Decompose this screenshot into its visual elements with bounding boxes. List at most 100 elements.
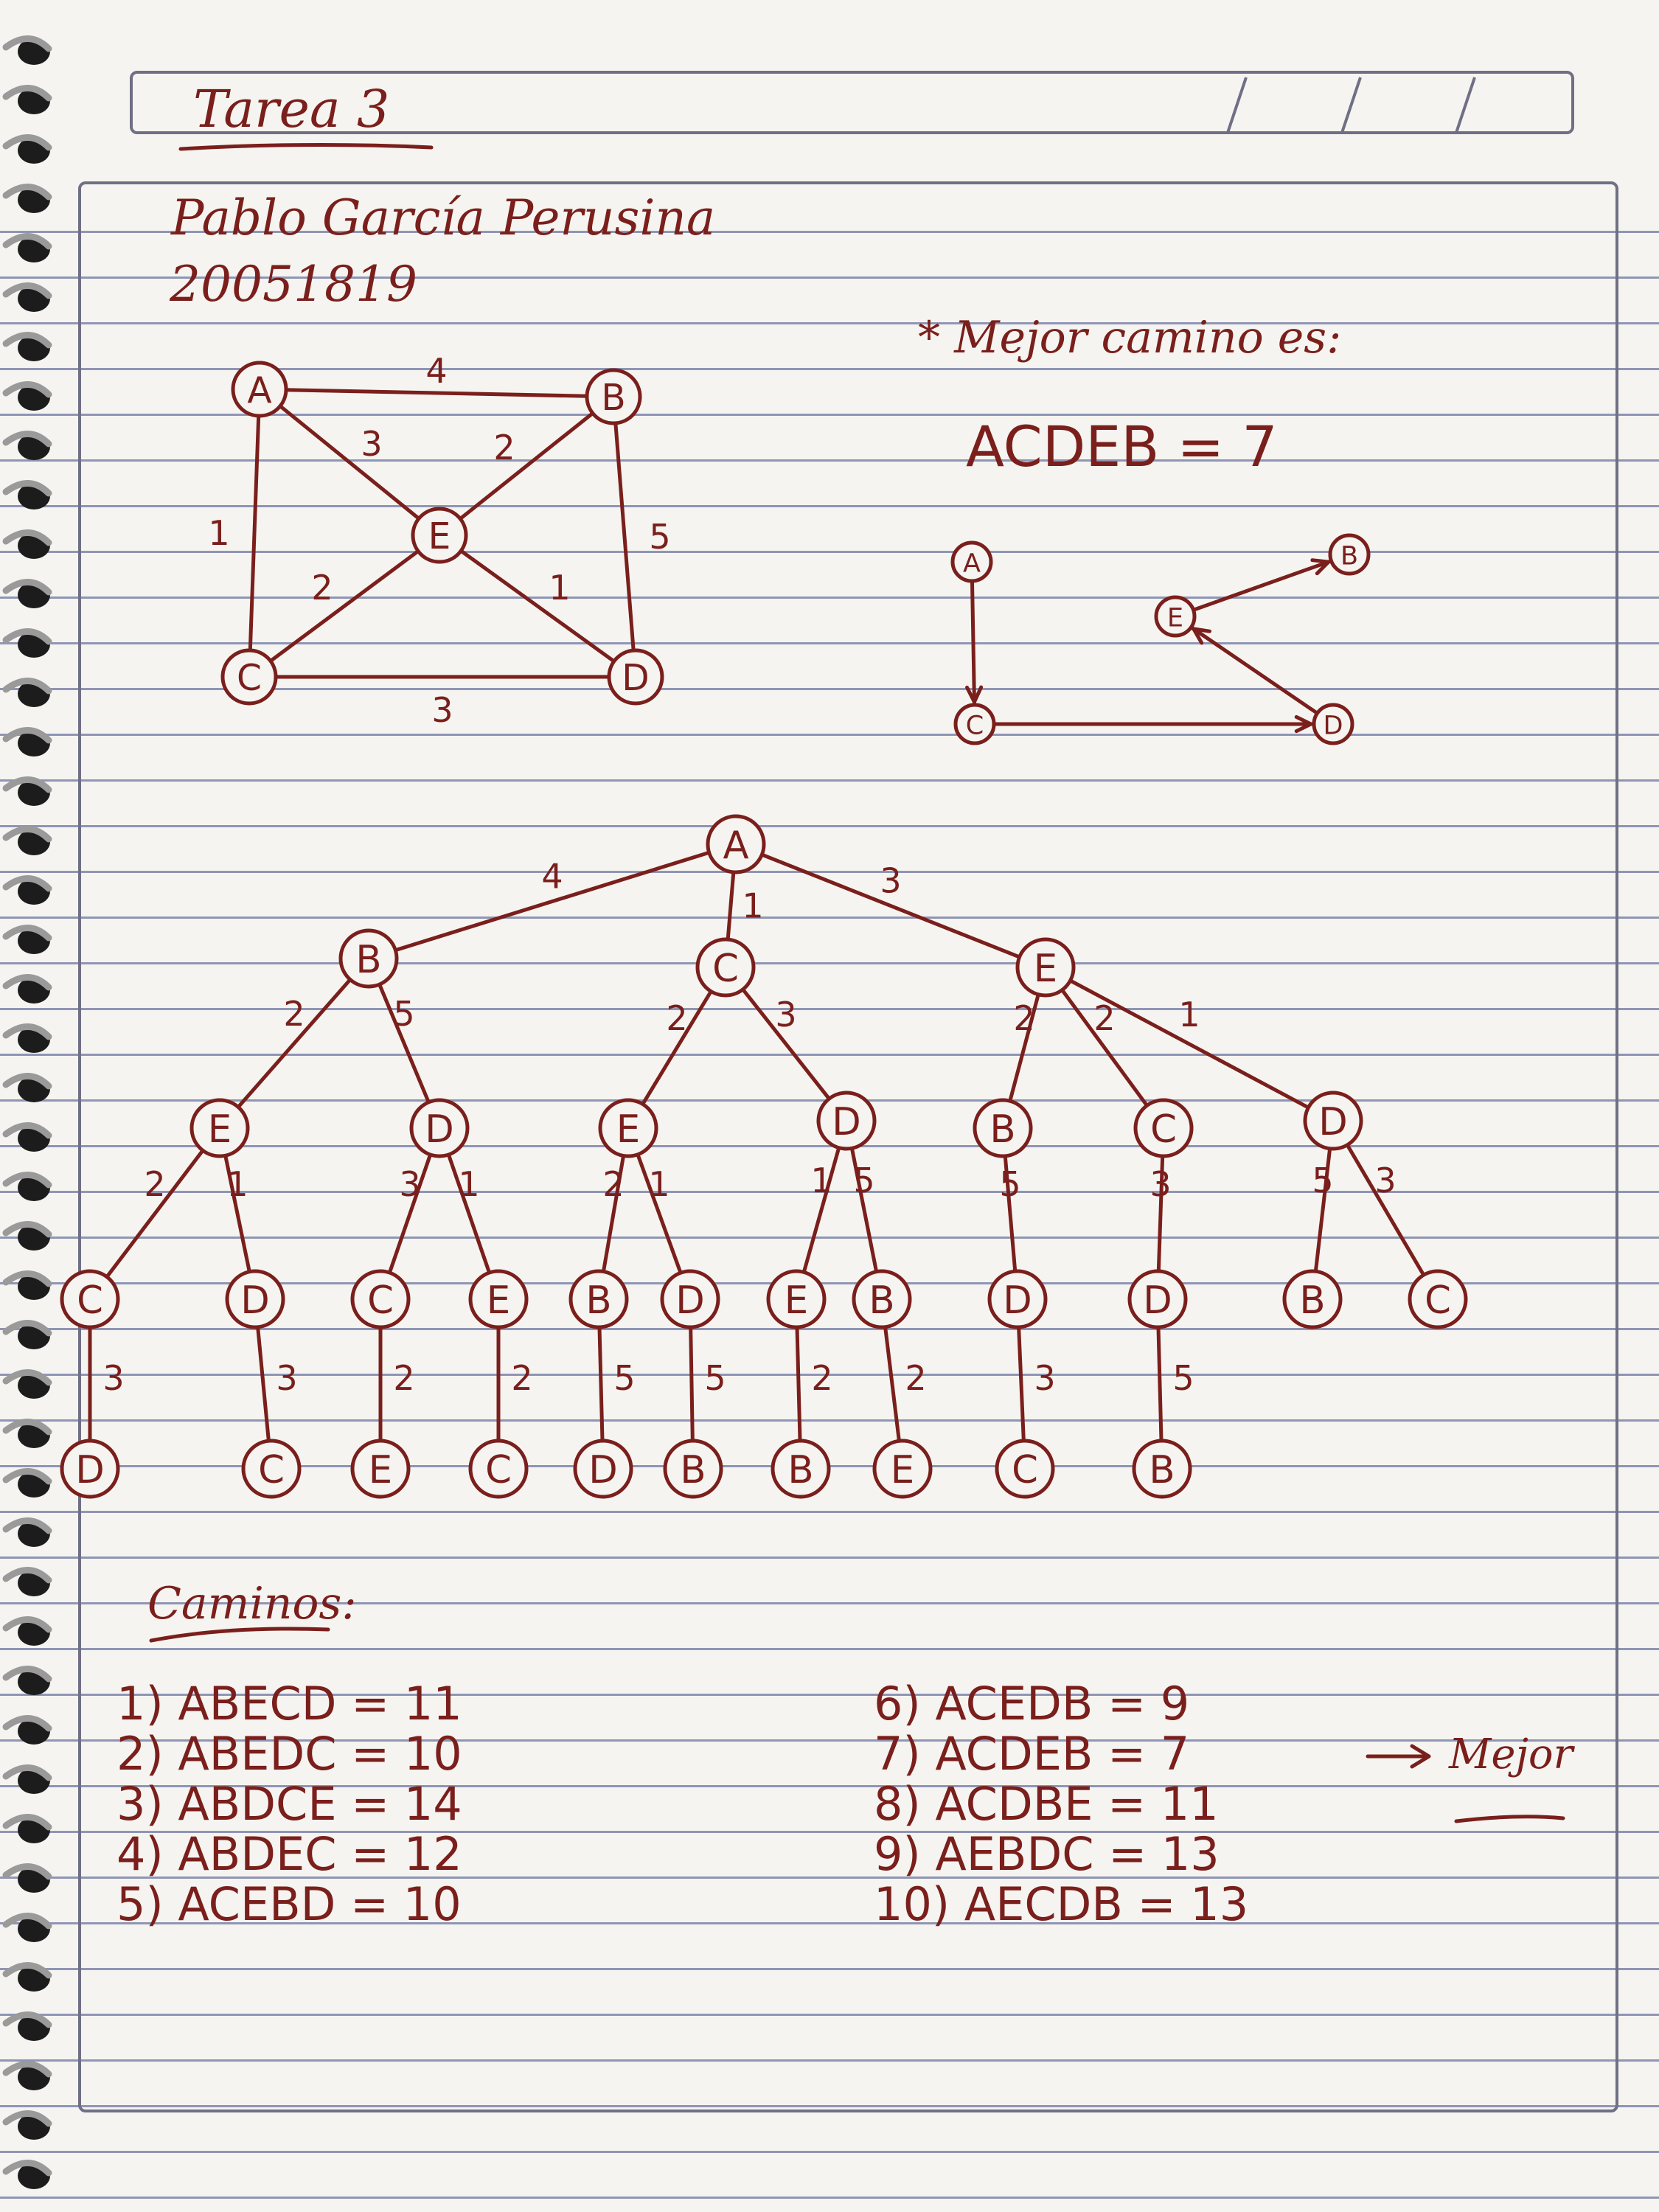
paths-list: 1) ABECD = 112) ABEDC = 103) ABDCE = 144…: [116, 1677, 1576, 1931]
edge-weight: 3: [361, 424, 382, 464]
tree-edge: [626, 965, 728, 1130]
node-D: [1303, 1091, 1363, 1151]
node-B: [568, 1269, 629, 1329]
spiral-ring: [2, 1517, 52, 1534]
spiral-ring: [2, 1567, 52, 1584]
graph-edge: [611, 394, 638, 679]
spiral-ring: [2, 1962, 52, 1979]
edge-weight: 3: [276, 1358, 297, 1398]
title-underline: [178, 142, 434, 151]
edge-weight: 5: [1172, 1358, 1194, 1398]
header-divider: [1226, 77, 1248, 133]
node-D: [607, 648, 664, 706]
node-label-C: C: [485, 1448, 512, 1492]
edge-weight: 5: [613, 1358, 635, 1398]
spiral-ring: [2, 2061, 52, 2078]
graph-edge: [247, 387, 262, 679]
edge-weight: 3: [431, 690, 453, 730]
edge-weight: 5: [393, 994, 414, 1034]
tree-edge: [844, 1119, 884, 1301]
tree-edge: [723, 965, 849, 1123]
node-E: [350, 1439, 411, 1499]
best-path-arrow: [970, 560, 977, 726]
path-entry: 4) ABDEC = 12: [116, 1827, 462, 1881]
best-path-heading: * Mejor camino es:: [918, 312, 1341, 364]
tree-edge: [734, 842, 1048, 970]
spiral-ring: [2, 678, 52, 695]
node-label-C: C: [1012, 1448, 1038, 1492]
node-label-D: D: [1318, 1100, 1348, 1144]
node-label-D: D: [622, 658, 649, 699]
node-label-E: E: [616, 1107, 640, 1152]
edge-weight: 1: [742, 886, 763, 926]
node-E: [468, 1269, 529, 1329]
node-label-B: B: [680, 1448, 706, 1492]
edge-weight: 2: [1013, 998, 1034, 1038]
arrow-head: [1310, 558, 1331, 576]
arrow-head: [1294, 714, 1313, 734]
path-entry: 7) ACDEB = 7: [874, 1727, 1189, 1781]
node-C: [953, 703, 996, 745]
spiral-ring: [2, 1270, 52, 1287]
edge-weight: 1: [208, 513, 229, 553]
header-box: [130, 71, 1574, 134]
node-A: [950, 540, 993, 583]
spiral-ring: [2, 332, 52, 349]
node-E: [1154, 595, 1197, 638]
node-A: [231, 361, 288, 418]
spiral-ring: [2, 579, 52, 596]
node-B: [852, 1269, 912, 1329]
edge-weight: 3: [775, 995, 796, 1034]
node-label-D: D: [240, 1279, 270, 1323]
spiral-ring: [2, 1172, 52, 1189]
node-label-E: E: [487, 1279, 510, 1323]
spiral-ring: [2, 431, 52, 448]
node-label-C: C: [712, 947, 739, 991]
node-B: [585, 368, 642, 425]
node-E: [872, 1439, 933, 1499]
node-label-C: C: [966, 711, 984, 741]
edge-weight: 5: [704, 1358, 726, 1398]
content-frame: [78, 181, 1618, 2112]
tree-edge: [626, 1126, 692, 1301]
edge-weight: 3: [1150, 1164, 1171, 1204]
node-D: [573, 1439, 633, 1499]
caminos-underline: [149, 1627, 330, 1643]
path-entry: 5) ACEBD = 10: [116, 1877, 462, 1931]
spiral-ring: [2, 776, 52, 793]
node-D: [60, 1439, 120, 1499]
spiral-ring: [2, 184, 52, 201]
node-B: [1132, 1439, 1192, 1499]
student-id: 20051819: [169, 256, 417, 313]
arrow-head: [1192, 627, 1212, 645]
path-entry: 6) ACEDB = 9: [874, 1677, 1189, 1731]
spiral-ring: [2, 925, 52, 942]
path-entry: 1) ABECD = 11: [116, 1677, 462, 1731]
node-label-D: D: [675, 1279, 705, 1323]
node-B: [1282, 1269, 1343, 1329]
node-D: [225, 1269, 285, 1329]
spiral-ring: [2, 1913, 52, 1930]
node-C: [468, 1439, 529, 1499]
node-B: [1328, 533, 1371, 576]
node-label-A: A: [723, 824, 748, 868]
spiral-ring: [2, 1419, 52, 1436]
tree-edge: [1043, 965, 1166, 1130]
header-divider: [1455, 77, 1476, 133]
graph-edge: [247, 533, 442, 679]
edge-weight: 4: [541, 857, 563, 897]
node-label-B: B: [1340, 541, 1358, 571]
arrow-head: [1410, 1744, 1431, 1769]
best-path-arrow: [1173, 614, 1335, 726]
edge-weight: 5: [999, 1164, 1020, 1204]
node-E: [411, 507, 468, 564]
node-label-D: D: [1143, 1279, 1172, 1323]
tree-edge: [218, 956, 371, 1130]
spiral-ring: [2, 875, 52, 892]
edge-weight: 2: [602, 1164, 624, 1204]
node-D: [1127, 1269, 1188, 1329]
spiral-ring: [2, 1764, 52, 1781]
spiral-ring: [2, 2160, 52, 2177]
node-label-E: E: [369, 1448, 392, 1492]
